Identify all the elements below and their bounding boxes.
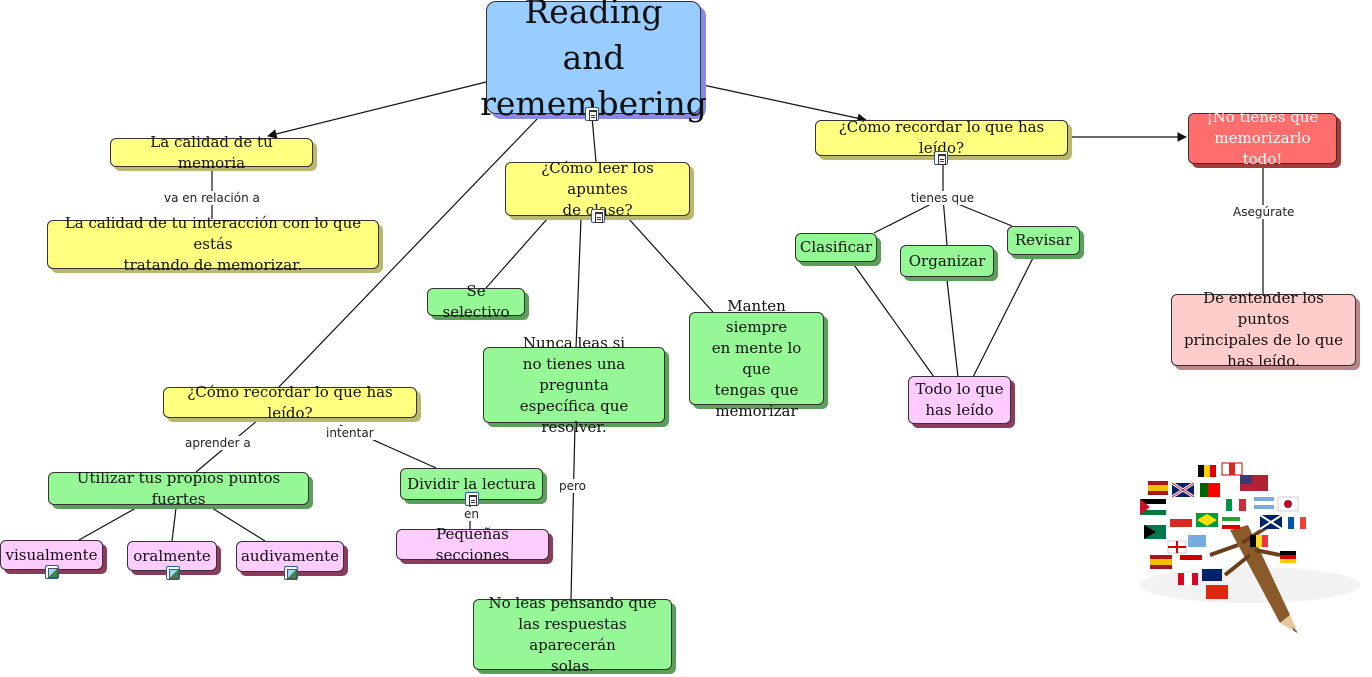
node-clasificar-text: Clasificar (799, 238, 873, 256)
node-no-leas-text: No leas pensando que las respuestas apar… (488, 593, 657, 675)
document-icon[interactable] (591, 209, 605, 223)
image-icon[interactable] (284, 566, 298, 580)
label-va-en-relacion: va en relación a (162, 191, 262, 205)
document-icon[interactable] (465, 492, 479, 506)
node-oralmente-text: oralmente (133, 546, 211, 565)
node-calidad-interaccion[interactable]: La calidad de tu interacción con lo que … (47, 214, 379, 274)
node-no-tienes[interactable]: ¡No tienes que memorizarlo todo! (1188, 108, 1337, 168)
node-manten[interactable]: Manten siempre en mente lo que tengas qu… (689, 297, 824, 420)
node-manten-text: Manten siempre en mente lo que tengas qu… (711, 296, 802, 420)
node-de-entender[interactable]: De entender los puntos principales de lo… (1171, 289, 1356, 370)
node-utilizar-text: Utilizar tus propios puntos fuertes (76, 468, 281, 508)
node-se-selectivo-text: Se selectivo (442, 282, 510, 321)
node-audivamente-text: audivamente (240, 547, 340, 565)
node-todo-lo-que-text: Todo lo que has leído (915, 380, 1004, 419)
node-pequenas-secciones[interactable]: Pequeñas secciones (396, 525, 549, 564)
node-calidad-memoria-text: La calidad de tu memoria (150, 132, 273, 172)
label-en: en (462, 507, 481, 521)
document-icon[interactable] (585, 107, 599, 121)
node-visualmente-text: visualmente (5, 545, 98, 564)
node-clasificar[interactable]: Clasificar (795, 233, 877, 262)
document-icon[interactable] (934, 151, 948, 165)
node-organizar[interactable]: Organizar (900, 245, 994, 277)
node-nunca-leas-text: Nunca leas si no tienes una pregunta esp… (519, 333, 629, 436)
main-title-line1: Reading and (524, 0, 663, 77)
node-utilizar[interactable]: Utilizar tus propios puntos fuertes (48, 469, 309, 508)
label-intentar: intentar (324, 426, 376, 440)
flags-tree-illustration (1140, 462, 1360, 633)
node-se-selectivo[interactable]: Se selectivo (427, 282, 525, 321)
node-no-tienes-text: ¡No tienes que memorizarlo todo! (1206, 108, 1319, 168)
image-icon[interactable] (45, 565, 59, 579)
node-nunca-leas[interactable]: Nunca leas si no tienes una pregunta esp… (483, 334, 665, 436)
label-tienes-que: tienes que (909, 191, 977, 205)
node-como-recordar-right-text: ¿Cómo recordar lo que has leído? (838, 118, 1045, 157)
node-revisar[interactable]: Revisar (1007, 226, 1080, 255)
node-de-entender-text: De entender los puntos principales de lo… (1183, 289, 1344, 370)
node-como-leer[interactable]: ¿Cómo leer los apuntes de clase? (505, 159, 690, 219)
node-como-recordar-left-text: ¿Cómo recordar lo que has leído? (187, 382, 393, 422)
label-asegurate: Asegúrate (1231, 205, 1297, 219)
node-pequenas-secciones-text: Pequeñas secciones (435, 524, 510, 564)
node-organizar-text: Organizar (908, 251, 986, 270)
node-calidad-memoria[interactable]: La calidad de tu memoria (110, 133, 313, 172)
node-dividir-text: Dividir la lectura (407, 474, 536, 493)
node-no-leas[interactable]: No leas pensando que las respuestas apar… (473, 594, 672, 675)
node-todo-lo-que[interactable]: Todo lo que has leído (908, 376, 1011, 424)
node-revisar-text: Revisar (1014, 231, 1073, 249)
main-title-node[interactable]: Reading and remembering (480, 0, 707, 123)
node-como-recordar-left[interactable]: ¿Cómo recordar lo que has leído? (163, 383, 417, 422)
image-icon[interactable] (166, 566, 180, 580)
node-calidad-interaccion-text: La calidad de tu interacción con lo que … (64, 214, 362, 274)
label-pero: pero (557, 479, 589, 493)
label-aprender-a: aprender a (183, 436, 253, 450)
node-audivamente[interactable]: audivamente (236, 541, 344, 572)
